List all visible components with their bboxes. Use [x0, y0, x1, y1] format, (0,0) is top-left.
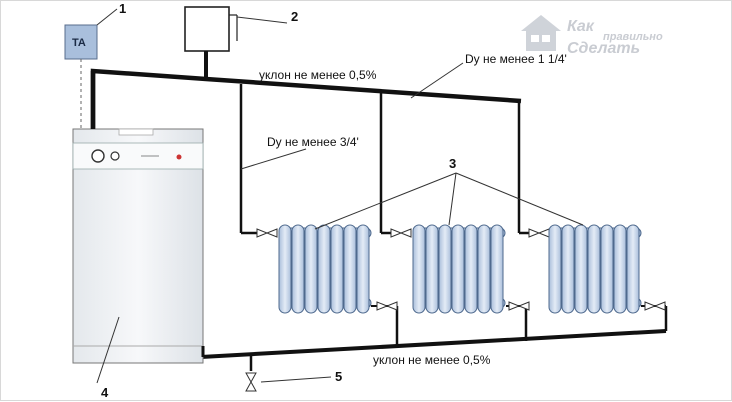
radiator-section: [600, 224, 614, 314]
valve-icon: [390, 228, 412, 238]
label-slope-top: уклон не менее 0,5%: [259, 68, 377, 82]
radiator-section: [574, 224, 588, 314]
radiator-section: [412, 224, 426, 314]
radiator-section: [278, 224, 292, 314]
radiator-section: [613, 224, 627, 314]
thermostat-label: TA: [72, 37, 86, 49]
expansion-tank: 2: [184, 6, 298, 79]
valve-icon: [644, 301, 666, 311]
callout-1: 1: [119, 1, 126, 16]
watermark-line1: Как: [567, 18, 595, 35]
radiator-section: [330, 224, 344, 314]
label-dy-main: Dy не менее 1 1/4': [465, 52, 567, 66]
radiator-section: [464, 224, 478, 314]
radiator-section: [343, 224, 357, 314]
valve-icon: [376, 301, 398, 311]
radiator-section: [317, 224, 331, 314]
watermark-line2: правильно: [603, 31, 663, 43]
callout-3: 3: [314, 156, 584, 230]
watermark-line3: Сделать: [567, 40, 640, 57]
radiator-section: [477, 224, 491, 314]
radiator-section: [451, 224, 465, 314]
house-logo-icon: [521, 15, 561, 51]
radiator-section: [490, 224, 504, 314]
radiator-section: [438, 224, 452, 314]
valve-icon: [508, 301, 530, 311]
radiator-2: [412, 224, 506, 314]
valve-icon: [256, 228, 278, 238]
callout-4: 4: [101, 385, 109, 400]
callout-2: 2: [291, 9, 298, 24]
radiator-section: [291, 224, 305, 314]
label-slope-bottom: уклон не менее 0,5%: [373, 353, 491, 367]
radiator-section: [587, 224, 601, 314]
radiator-section: [626, 224, 640, 314]
callout-5: 5: [335, 369, 342, 384]
radiator-section: [548, 224, 562, 314]
radiator-section: [425, 224, 439, 314]
valve-icon: [528, 228, 550, 238]
drain-valve: [245, 372, 257, 392]
radiators: [278, 224, 642, 314]
watermark: Как правильно Сделать: [521, 15, 663, 57]
radiator-section: [561, 224, 575, 314]
radiator-section: [356, 224, 370, 314]
boiler-knob-icon: [110, 151, 120, 161]
boiler-knob-icon: [91, 149, 105, 163]
radiator-3: [548, 224, 642, 314]
room-thermostat: TA 1: [64, 1, 126, 129]
callout-3-number: 3: [449, 156, 456, 171]
boiler: 4: [72, 71, 205, 400]
radiator-1: [278, 224, 372, 314]
label-dy-branch: Dy не менее 3/4': [267, 135, 359, 149]
radiator-section: [304, 224, 318, 314]
